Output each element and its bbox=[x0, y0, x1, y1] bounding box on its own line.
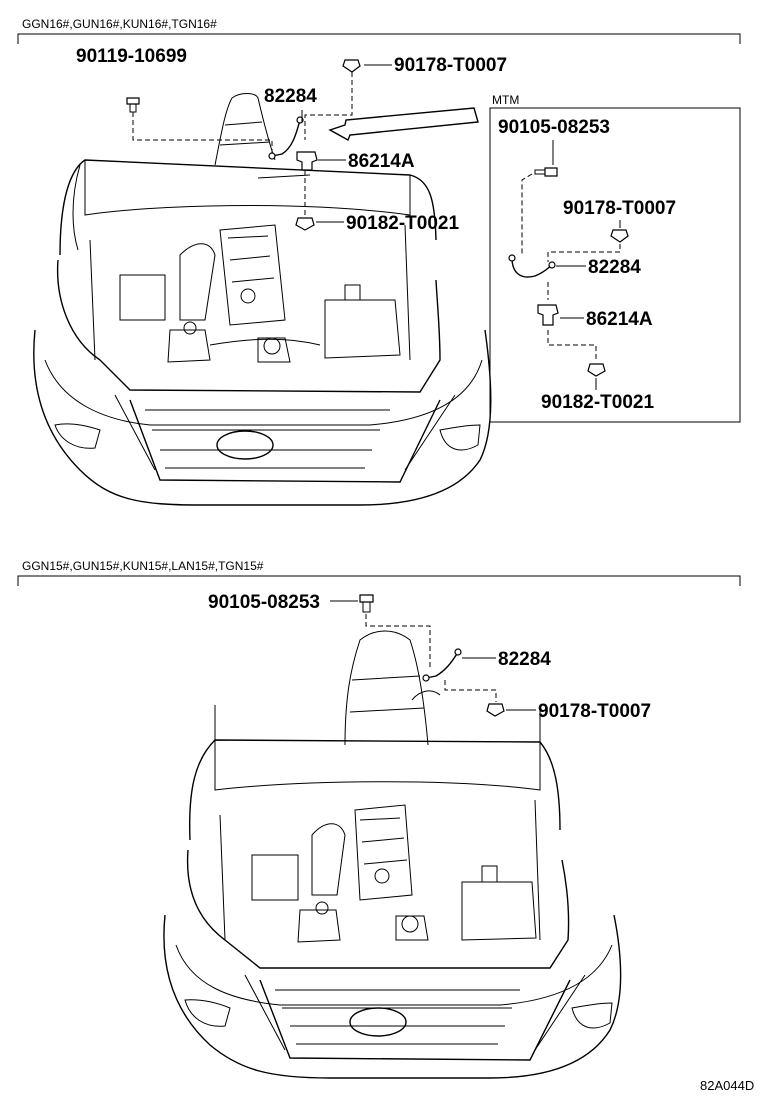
wire-part-bottom bbox=[422, 648, 462, 682]
bottom-section-header: GGN15#,GUN15#,KUN15#,LAN15#,TGN15# bbox=[22, 559, 264, 573]
clip-part-top bbox=[342, 59, 361, 73]
bolt-part-mtm bbox=[534, 167, 558, 177]
label-bracket-top: 86214A bbox=[348, 151, 415, 172]
label-bracket-mtm: 86214A bbox=[586, 309, 653, 330]
label-bolt-top: 90119-10699 bbox=[76, 46, 187, 67]
leader-clip-mtm bbox=[547, 244, 621, 262]
mtm-frame bbox=[489, 107, 741, 423]
figure-code: 82A044D bbox=[700, 1078, 754, 1093]
mtm-inset: MTM 90105-08253 90178-T0007 82284 86214A bbox=[489, 93, 741, 423]
leader-bolt-top bbox=[132, 112, 273, 155]
wire-part-mtm bbox=[508, 254, 556, 278]
leader-bolt-mtm bbox=[521, 173, 533, 255]
leader-nut-mtm bbox=[547, 330, 597, 362]
label-clip-top: 90178-T0007 bbox=[394, 55, 507, 76]
clip-part-bottom bbox=[486, 703, 505, 717]
mtm-callout-arrow bbox=[328, 107, 479, 141]
leader-clip-bottom bbox=[444, 680, 497, 702]
car-front-illustration-bottom bbox=[163, 630, 622, 1079]
car-front-illustration-top bbox=[33, 93, 492, 506]
bolt-part-top bbox=[126, 97, 140, 113]
top-section-header: GGN16#,GUN16#,KUN16#,TGN16# bbox=[22, 17, 217, 31]
label-wire-mtm: 82284 bbox=[588, 257, 641, 278]
bracket-part-top bbox=[296, 151, 318, 171]
bottom-section: GGN15#,GUN15#,KUN15#,LAN15#,TGN15# bbox=[17, 559, 741, 1079]
label-bolt-bottom: 90105-08253 bbox=[208, 592, 320, 613]
bracket-part-mtm bbox=[537, 304, 559, 326]
label-nut-top: 90182-T0021 bbox=[346, 213, 459, 234]
bottom-section-bracket-line bbox=[17, 575, 741, 586]
label-nut-mtm: 90182-T0021 bbox=[541, 392, 654, 413]
leader-clip-top bbox=[304, 72, 353, 140]
label-bolt-mtm: 90105-08253 bbox=[498, 117, 610, 138]
top-section: GGN16#,GUN16#,KUN16#,TGN16# bbox=[17, 17, 741, 506]
label-clip-mtm: 90178-T0007 bbox=[563, 198, 676, 219]
bolt-part-bottom bbox=[359, 594, 374, 613]
label-wire-top: 82284 bbox=[264, 86, 317, 107]
label-clip-bottom: 90178-T0007 bbox=[538, 701, 651, 722]
clip-part-mtm bbox=[610, 229, 629, 243]
leader-bracket-body bbox=[257, 174, 311, 179]
nut-part-mtm bbox=[587, 363, 606, 377]
label-wire-bottom: 82284 bbox=[498, 649, 551, 670]
mtm-title: MTM bbox=[492, 93, 519, 107]
nut-part-top bbox=[295, 217, 315, 231]
top-section-bracket-line bbox=[17, 33, 741, 44]
leader-bolt-bottom bbox=[365, 614, 431, 668]
